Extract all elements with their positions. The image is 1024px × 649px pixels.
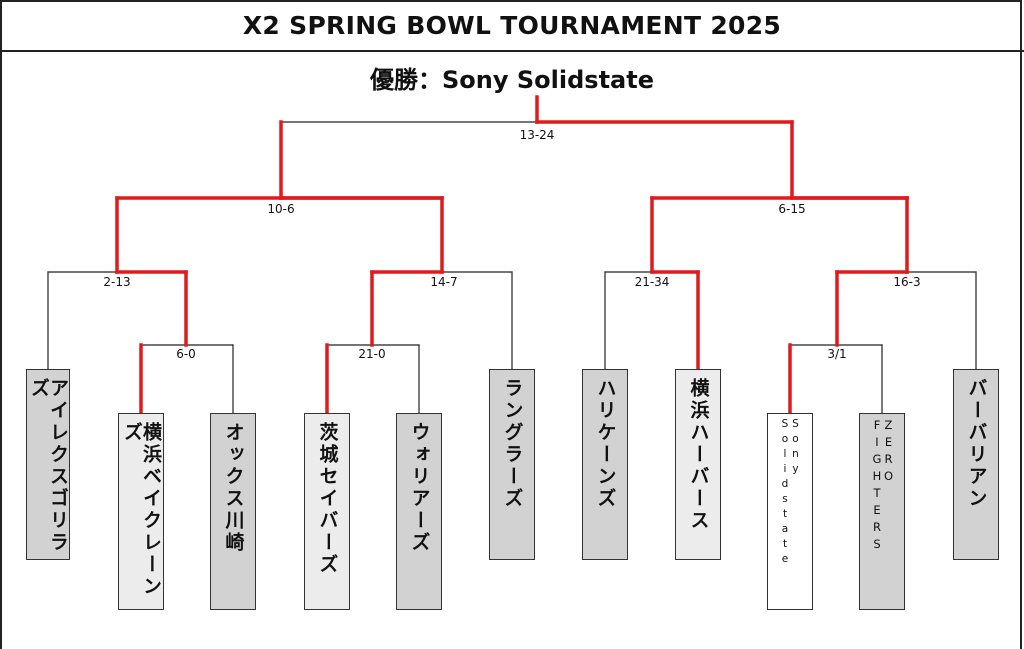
match-score: 13-24 (519, 128, 555, 142)
team-box: バーバリアン (953, 369, 999, 560)
team-name: 茨城セイバーズ (316, 422, 339, 576)
match-score: 10-6 (267, 202, 295, 216)
team-name: ウォリアーズ (408, 422, 431, 554)
team-box: ZERO FIGHTERS (859, 413, 905, 610)
team-box: Sony Solidstate (767, 413, 813, 610)
match-score: 21-34 (634, 275, 670, 289)
team-name: ZERO FIGHTERS (870, 418, 896, 554)
team-box: ラングラーズ (489, 369, 535, 560)
match-score: 2-13 (103, 275, 131, 289)
team-box: 横浜ハーバース (675, 369, 721, 560)
team-box: ウォリアーズ (396, 413, 442, 610)
team-box: アイレクスゴリラズ (26, 369, 70, 560)
champion-label: 優勝：Sony Solidstate (370, 66, 654, 94)
team-name: Sony Solidstate (779, 418, 802, 568)
team-name: ラングラーズ (501, 378, 524, 510)
team-name: 横浜ベイクレーンズ (121, 422, 162, 598)
match-score: 14-7 (430, 275, 458, 289)
team-name: ハリケーンズ (594, 378, 617, 510)
match-score: 3/1 (827, 347, 847, 361)
team-name: アイレクスゴリラズ (28, 378, 69, 554)
match-score: 21-0 (358, 347, 386, 361)
team-box: 横浜ベイクレーンズ (118, 413, 164, 610)
team-name: 横浜ハーバース (687, 378, 710, 532)
match-score: 16-3 (893, 275, 921, 289)
team-name: オックス川崎 (222, 422, 245, 554)
team-name: バーバリアン (965, 378, 988, 510)
match-score: 6-15 (778, 202, 806, 216)
match-score: 6-0 (176, 347, 196, 361)
team-box: 茨城セイバーズ (304, 413, 350, 610)
team-box: オックス川崎 (210, 413, 256, 610)
team-box: ハリケーンズ (582, 369, 628, 560)
page-title: X2 SPRING BOWL TOURNAMENT 2025 (0, 0, 1024, 52)
